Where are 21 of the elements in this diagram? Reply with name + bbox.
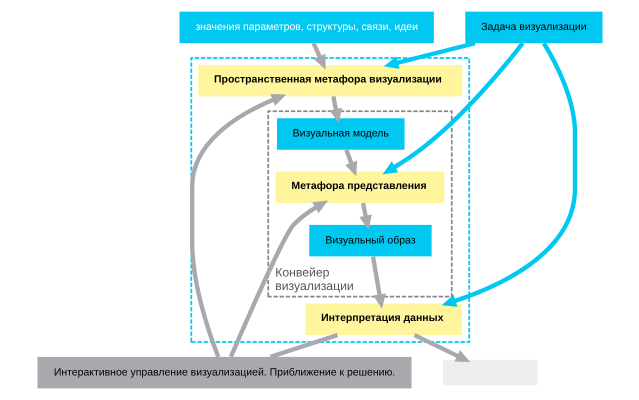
arrow xyxy=(344,149,357,176)
node-box: Интерактивное управление визуализацией. Приближение к решению. xyxy=(37,356,412,388)
node-box: Задача визуализации xyxy=(464,12,602,44)
node-box: Визуальный образ xyxy=(308,224,432,256)
arrow xyxy=(329,96,342,124)
arrow xyxy=(190,94,286,358)
arrow xyxy=(412,333,470,362)
node-box: Интерпретация данных xyxy=(304,304,462,336)
arrow xyxy=(358,202,372,230)
node-box: Метафора представления xyxy=(275,172,444,204)
arrow xyxy=(311,42,326,70)
node-box: значения параметров, структуры, связи, идеи xyxy=(179,12,434,44)
arrow xyxy=(370,256,386,309)
arrow xyxy=(382,42,524,174)
node-box: Визуальная модель xyxy=(276,118,404,150)
arrow xyxy=(383,41,476,69)
node-box: Пространственная метафора визуализации xyxy=(198,64,462,96)
arrow xyxy=(441,42,577,307)
node-box xyxy=(442,360,537,386)
connector xyxy=(269,333,338,359)
arrow xyxy=(228,200,328,358)
